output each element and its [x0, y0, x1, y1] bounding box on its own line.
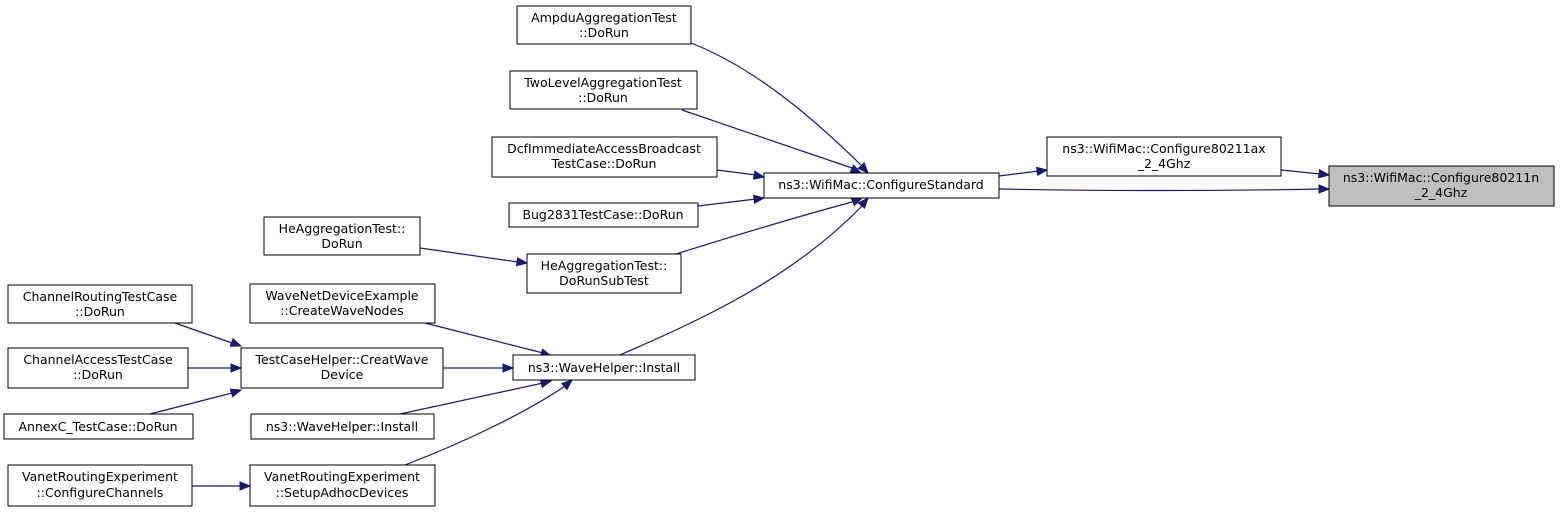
node-label-line: _2_4Ghz	[1137, 156, 1191, 171]
node-label-line: DoRun	[321, 236, 362, 251]
edge-heagg_subtest-to-configstd	[675, 197, 864, 255]
arrowhead-icon	[560, 379, 574, 391]
node-he-aggregation-test-dorunsubtest[interactable]: HeAggregationTest:: DoRunSubTest	[526, 253, 682, 294]
node-vanet-routing-experiment-configure-channels[interactable]: VanetRoutingExperiment ::ConfigureChanne…	[7, 464, 193, 507]
edge-line	[419, 247, 519, 263]
node-twolevel-aggregation-test-dorun[interactable]: TwoLevelAggregationTest ::DoRun	[509, 70, 698, 110]
node-annexc-testcase-dorun[interactable]: AnnexC_TestCase::DoRun	[3, 413, 194, 440]
arrowhead-icon	[857, 196, 869, 210]
node-wifimac-configure-standard[interactable]: ns3::WifiMac::ConfigureStandard	[763, 172, 1000, 199]
node-channel-routing-testcase-dorun[interactable]: ChannelRoutingTestCase ::DoRun	[7, 284, 193, 324]
node-ampdu-aggregation-test-dorun[interactable]: AmpduAggregationTest ::DoRun	[516, 5, 692, 45]
arrowhead-icon	[752, 194, 766, 205]
node-label-line: ns3::WifiMac::Configure80211ax	[1062, 141, 1265, 156]
edge-line	[424, 322, 544, 354]
node-wavehelper-install-2[interactable]: ns3::WaveHelper::Install	[250, 413, 435, 440]
node-label-line: ::SetupAdhocDevices	[276, 485, 409, 500]
edge-configstd-to-config80211n	[998, 184, 1331, 194]
node-label-line: ns3::WifiMac::Configure80211n	[1343, 170, 1539, 185]
edge-line	[998, 188, 1321, 192]
edges-layer	[149, 42, 1331, 491]
node-wavehelper-install[interactable]: ns3::WaveHelper::Install	[512, 354, 696, 381]
arrowhead-icon	[1317, 168, 1331, 179]
node-label-line: DcfImmediateAccessBroadcast	[507, 141, 701, 156]
node-label-line: WaveNetDeviceExample	[265, 288, 419, 303]
node-label-line: Bug2831TestCase::DoRun	[522, 207, 683, 222]
edge-annexc-to-tchelper	[149, 388, 243, 415]
node-label-line: ::DoRun	[579, 25, 629, 40]
node-channel-access-testcase-dorun[interactable]: ChannelAccessTestCase ::DoRun	[7, 347, 189, 389]
node-label-line: ChannelAccessTestCase	[23, 352, 173, 367]
node-testcasehelper-creatwave-device[interactable]: TestCaseHelper::CreatWave Device	[240, 347, 444, 389]
node-label-line: AnnexC_TestCase::DoRun	[18, 419, 177, 434]
node-label-line: ::DoRun	[75, 304, 125, 319]
edge-vanet_config-to-vanet_setup	[192, 481, 252, 491]
node-wifimac-configure80211n-2-4ghz[interactable]: ns3::WifiMac::Configure80211n _2_4Ghz	[1328, 165, 1555, 207]
edge-wavenet-to-wavehelper_install	[424, 322, 553, 358]
edge-wavehelper_install-to-configstd	[619, 196, 869, 356]
node-label-line: TwoLevelAggregationTest	[523, 75, 682, 90]
edge-line	[998, 170, 1040, 177]
node-label-line: ::ConfigureChannels	[37, 485, 164, 500]
arrowhead-icon	[502, 363, 515, 373]
arrowhead-icon	[229, 388, 243, 398]
edge-line	[716, 169, 757, 176]
node-label-line: VanetRoutingExperiment	[22, 469, 178, 484]
edge-line	[619, 205, 863, 356]
edge-line	[690, 42, 863, 167]
edge-configstd-to-config80211ax	[998, 166, 1049, 177]
edge-line	[1280, 169, 1321, 175]
node-label-line: _2_4Ghz	[1414, 185, 1468, 200]
node-label-line: AmpduAggregationTest	[531, 10, 677, 25]
node-label-line: ::CreateWaveNodes	[280, 303, 403, 318]
node-label-line: Device	[321, 367, 364, 382]
node-bug2831-testcase-dorun[interactable]: Bug2831TestCase::DoRun	[508, 202, 699, 228]
node-label-line: TestCaseHelper::CreatWave	[255, 352, 429, 367]
edge-line	[404, 385, 566, 466]
edge-chaccess-to-tchelper	[188, 363, 243, 373]
node-label-line: ns3::WifiMac::ConfigureStandard	[778, 177, 983, 192]
arrowhead-icon	[752, 170, 766, 180]
arrowhead-icon	[230, 363, 243, 373]
edge-vanet_setup-to-wavehelper_install	[404, 379, 574, 466]
node-label-line: HeAggregationTest::	[279, 221, 406, 236]
edge-ampdu-to-configstd	[690, 42, 869, 174]
node-label-line: ::DoRun	[578, 90, 628, 105]
edge-chrouting-to-tchelper	[174, 322, 243, 347]
arrowhead-icon	[515, 256, 529, 267]
node-label-line: HeAggregationTest::	[541, 258, 668, 273]
node-wave-net-device-example-create-wave-nodes[interactable]: WaveNetDeviceExample ::CreateWaveNodes	[249, 283, 436, 324]
node-label-line: VanetRoutingExperiment	[264, 469, 420, 484]
edge-line	[681, 109, 853, 169]
node-label-line: ChannelRoutingTestCase	[23, 289, 178, 304]
node-label-line: ns3::WaveHelper::Install	[266, 419, 418, 434]
node-label-line: DoRunSubTest	[559, 273, 649, 288]
node-vanet-routing-experiment-setup-adhoc-devices[interactable]: VanetRoutingExperiment ::SetupAdhocDevic…	[249, 464, 436, 507]
arrowhead-icon	[539, 378, 553, 389]
arrowhead-icon	[1035, 166, 1049, 177]
arrowhead-icon	[857, 162, 869, 174]
edge-tchelper-to-wavehelper_install	[443, 363, 515, 373]
edge-line	[174, 322, 233, 344]
arrowhead-icon	[229, 337, 243, 347]
edge-bug2831-to-configstd	[697, 194, 766, 207]
edge-line	[697, 198, 757, 207]
node-label-line: TestCase::DoRun	[551, 156, 657, 171]
node-label-line: ::DoRun	[73, 367, 123, 382]
node-he-aggregation-test-dorun[interactable]: HeAggregationTest:: DoRun	[263, 216, 421, 256]
node-wifimac-configure80211ax-2-4ghz[interactable]: ns3::WifiMac::Configure80211ax _2_4Ghz	[1046, 136, 1282, 177]
edge-dcf-to-configstd	[716, 169, 766, 180]
edge-line	[399, 382, 544, 415]
edge-line	[675, 201, 853, 255]
edge-heagg_dorun-to-heagg_subtest	[419, 247, 529, 267]
edge-config80211ax-to-config80211n	[1280, 168, 1331, 179]
node-label-line: ns3::WaveHelper::Install	[528, 360, 680, 375]
arrowhead-icon	[239, 481, 252, 491]
edge-line	[149, 392, 233, 415]
arrowhead-icon	[1318, 184, 1331, 194]
node-dcf-immediate-access-broadcast-testcase-dorun[interactable]: DcfImmediateAccessBroadcast TestCase::Do…	[491, 136, 718, 178]
